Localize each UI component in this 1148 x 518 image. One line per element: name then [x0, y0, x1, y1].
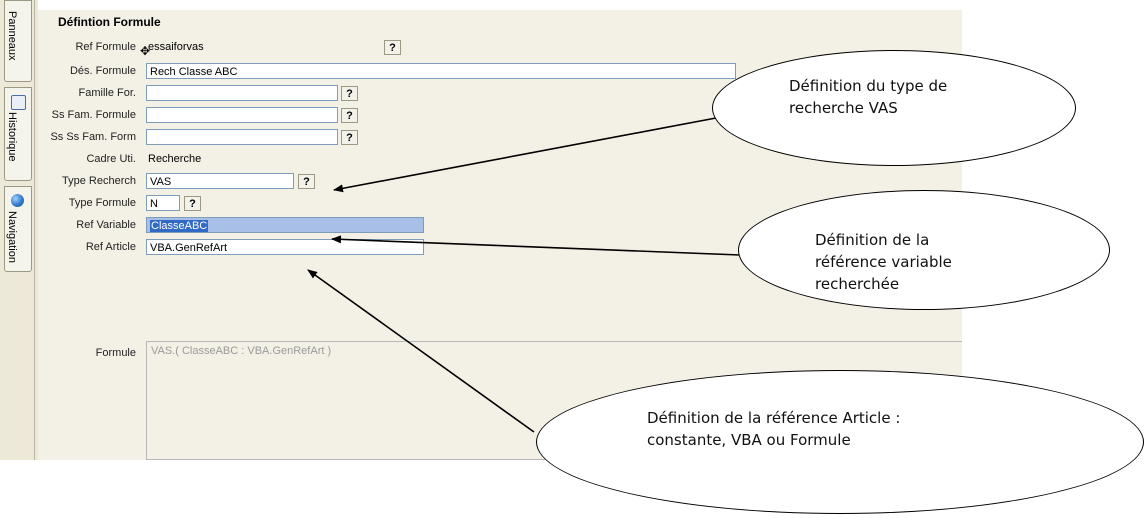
- type-recherch-help-button[interactable]: ?: [298, 174, 315, 189]
- callout-1-line-2: recherche VAS: [789, 99, 898, 117]
- type-formule-input[interactable]: N: [146, 195, 180, 211]
- callout-reference-article: Définition de la référence Article : con…: [536, 370, 1144, 514]
- ref-article-input[interactable]: VBA.GenRefArt: [146, 239, 424, 255]
- famille-input[interactable]: [146, 85, 338, 101]
- cadre-label: Cadre Uti.: [86, 153, 136, 165]
- callout-2-line-1: Définition de la: [815, 231, 930, 249]
- ref-formule-value: essaiforvas: [148, 41, 204, 53]
- type-recherch-input[interactable]: VAS: [146, 173, 294, 189]
- type-formule-help-button[interactable]: ?: [184, 196, 201, 211]
- arrow-to-ref-article: [307, 269, 535, 433]
- top-strip: [38, 0, 962, 10]
- callout-3-line-1: Définition de la référence Article :: [647, 409, 901, 427]
- ss-ss-fam-label: Ss Ss Fam. Form: [50, 131, 136, 143]
- ss-fam-label: Ss Fam. Formule: [51, 109, 136, 121]
- arrow-to-type-recherch: [333, 117, 717, 193]
- cadre-value: Recherche: [148, 153, 202, 165]
- ref-variable-selected-text: ClasseABC: [150, 220, 209, 232]
- type-formule-label: Type Formule: [68, 197, 136, 209]
- type-recherch-label: Type Recherch: [62, 175, 136, 187]
- callout-3-line-2: constante, VBA ou Formule: [647, 431, 851, 449]
- formule-label: Formule: [95, 347, 136, 359]
- move-cursor-icon: ✥: [140, 44, 151, 58]
- history-icon: [11, 95, 26, 110]
- ref-variable-label: Ref Variable: [76, 219, 136, 231]
- famille-label: Famille For.: [78, 87, 136, 99]
- callout-1-line-1: Définition du type de: [789, 77, 948, 95]
- callout-reference-variable: Définition de la référence variable rech…: [738, 190, 1110, 310]
- des-formule-input[interactable]: Rech Classe ABC: [146, 63, 736, 79]
- ref-variable-input[interactable]: ClasseABC: [146, 217, 424, 233]
- ss-ss-fam-help-button[interactable]: ?: [341, 130, 358, 145]
- ss-fam-help-button[interactable]: ?: [341, 108, 358, 123]
- callout-2-line-3: recherchée: [815, 275, 900, 293]
- callout-type-recherche: Définition du type de recherche VAS: [712, 50, 1076, 166]
- tab-historique[interactable]: Historique: [4, 87, 32, 181]
- ref-formule-label: Ref Formule: [75, 41, 136, 53]
- tab-panneaux[interactable]: Panneaux: [4, 0, 32, 82]
- famille-help-button[interactable]: ?: [341, 86, 358, 101]
- ss-fam-input[interactable]: [146, 107, 338, 123]
- ref-article-label: Ref Article: [85, 241, 136, 253]
- ref-formule-help-button[interactable]: ?: [384, 40, 401, 55]
- section-title: Défintion Formule: [58, 15, 161, 29]
- globe-icon: [11, 194, 24, 207]
- callout-2-line-2: référence variable: [815, 253, 952, 271]
- des-formule-label: Dés. Formule: [69, 65, 136, 77]
- arrow-to-ref-variable: [331, 235, 741, 256]
- side-tab-bar: Panneaux Historique Navigation: [0, 0, 35, 460]
- ss-ss-fam-input[interactable]: [146, 129, 338, 145]
- tab-navigation[interactable]: Navigation: [4, 186, 32, 272]
